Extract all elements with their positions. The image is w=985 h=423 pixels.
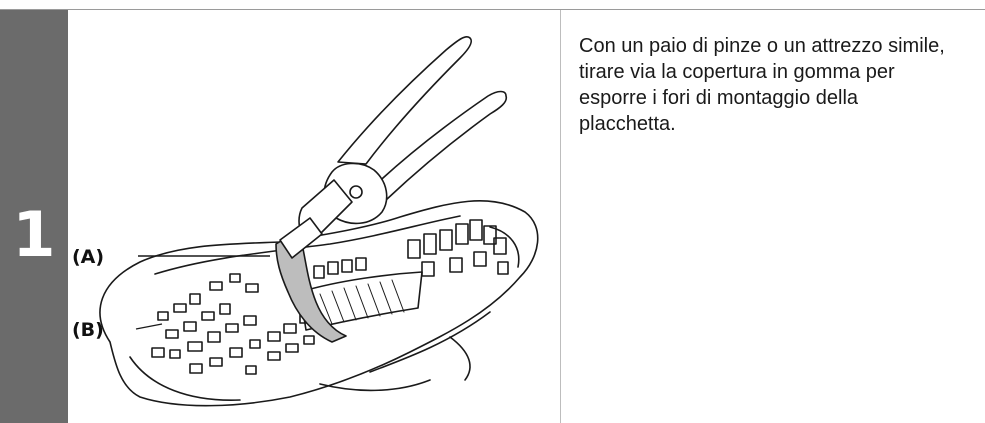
instruction-text: Con un paio di pinze o un attrezzo simil… xyxy=(579,35,945,135)
pliers xyxy=(279,35,508,259)
step-number-bar: 1 xyxy=(0,10,68,423)
callout-a-label: (A) xyxy=(72,246,104,268)
tread-blocks xyxy=(151,273,315,375)
shoe-sole-outline xyxy=(99,200,539,407)
column-divider xyxy=(560,10,561,423)
top-rule xyxy=(0,9,985,10)
callout-b-label: (B) xyxy=(72,319,104,341)
rubber-cover xyxy=(275,238,347,343)
shoe-sole-illustration: (A) (B) xyxy=(72,35,539,407)
step-number: 1 xyxy=(12,198,56,271)
heel-tread-blocks xyxy=(407,219,509,277)
